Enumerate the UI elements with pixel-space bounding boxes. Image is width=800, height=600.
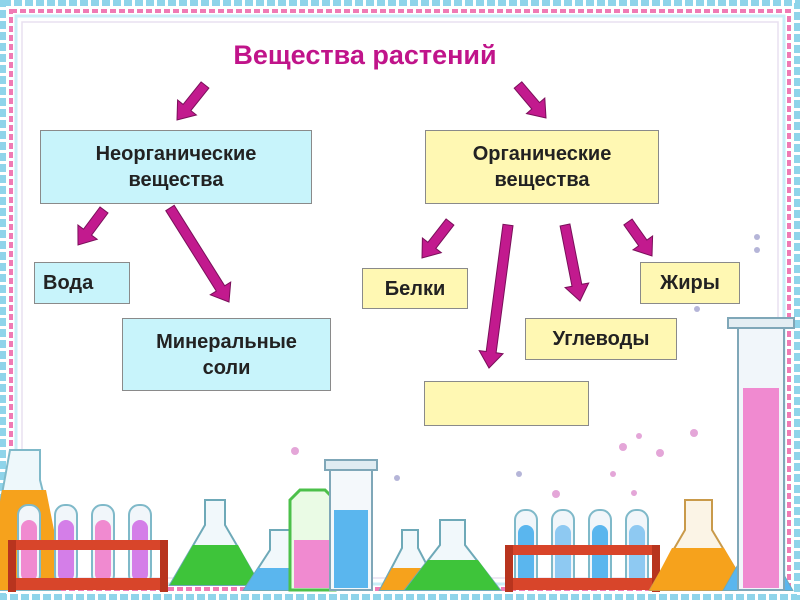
node-fats-label: Жиры bbox=[660, 272, 720, 294]
left-test-tube-rack bbox=[8, 504, 168, 592]
node-blank bbox=[424, 381, 589, 426]
node-organic: Органические вещества bbox=[425, 130, 659, 204]
node-proteins-label: Белки bbox=[384, 277, 446, 300]
right-test-tube-rack bbox=[505, 509, 660, 592]
node-minerals: Минеральные соли bbox=[122, 318, 331, 391]
node-organic-label: Органические вещества bbox=[472, 143, 612, 191]
graduated-cylinder bbox=[727, 317, 795, 591]
node-water: Вода bbox=[34, 262, 130, 304]
node-fats: Жиры bbox=[640, 262, 740, 304]
green-flask bbox=[168, 499, 262, 586]
green-vessel bbox=[288, 488, 337, 592]
node-inorganic-label: Неорганические вещества bbox=[95, 143, 257, 191]
diagram-title: Вещества растений bbox=[233, 40, 497, 70]
node-proteins: Белки bbox=[362, 268, 468, 309]
tall-bottle bbox=[324, 459, 378, 591]
node-inorganic: Неорганические вещества bbox=[40, 130, 312, 204]
node-carbs: Углеводы bbox=[525, 318, 677, 360]
node-water-label: Вода bbox=[43, 272, 94, 294]
green-flask-middle bbox=[402, 519, 503, 591]
right-orange-flask bbox=[648, 499, 750, 591]
node-minerals-label: Минеральные соли bbox=[156, 330, 297, 379]
node-carbs-label: Углеводы bbox=[552, 328, 650, 350]
